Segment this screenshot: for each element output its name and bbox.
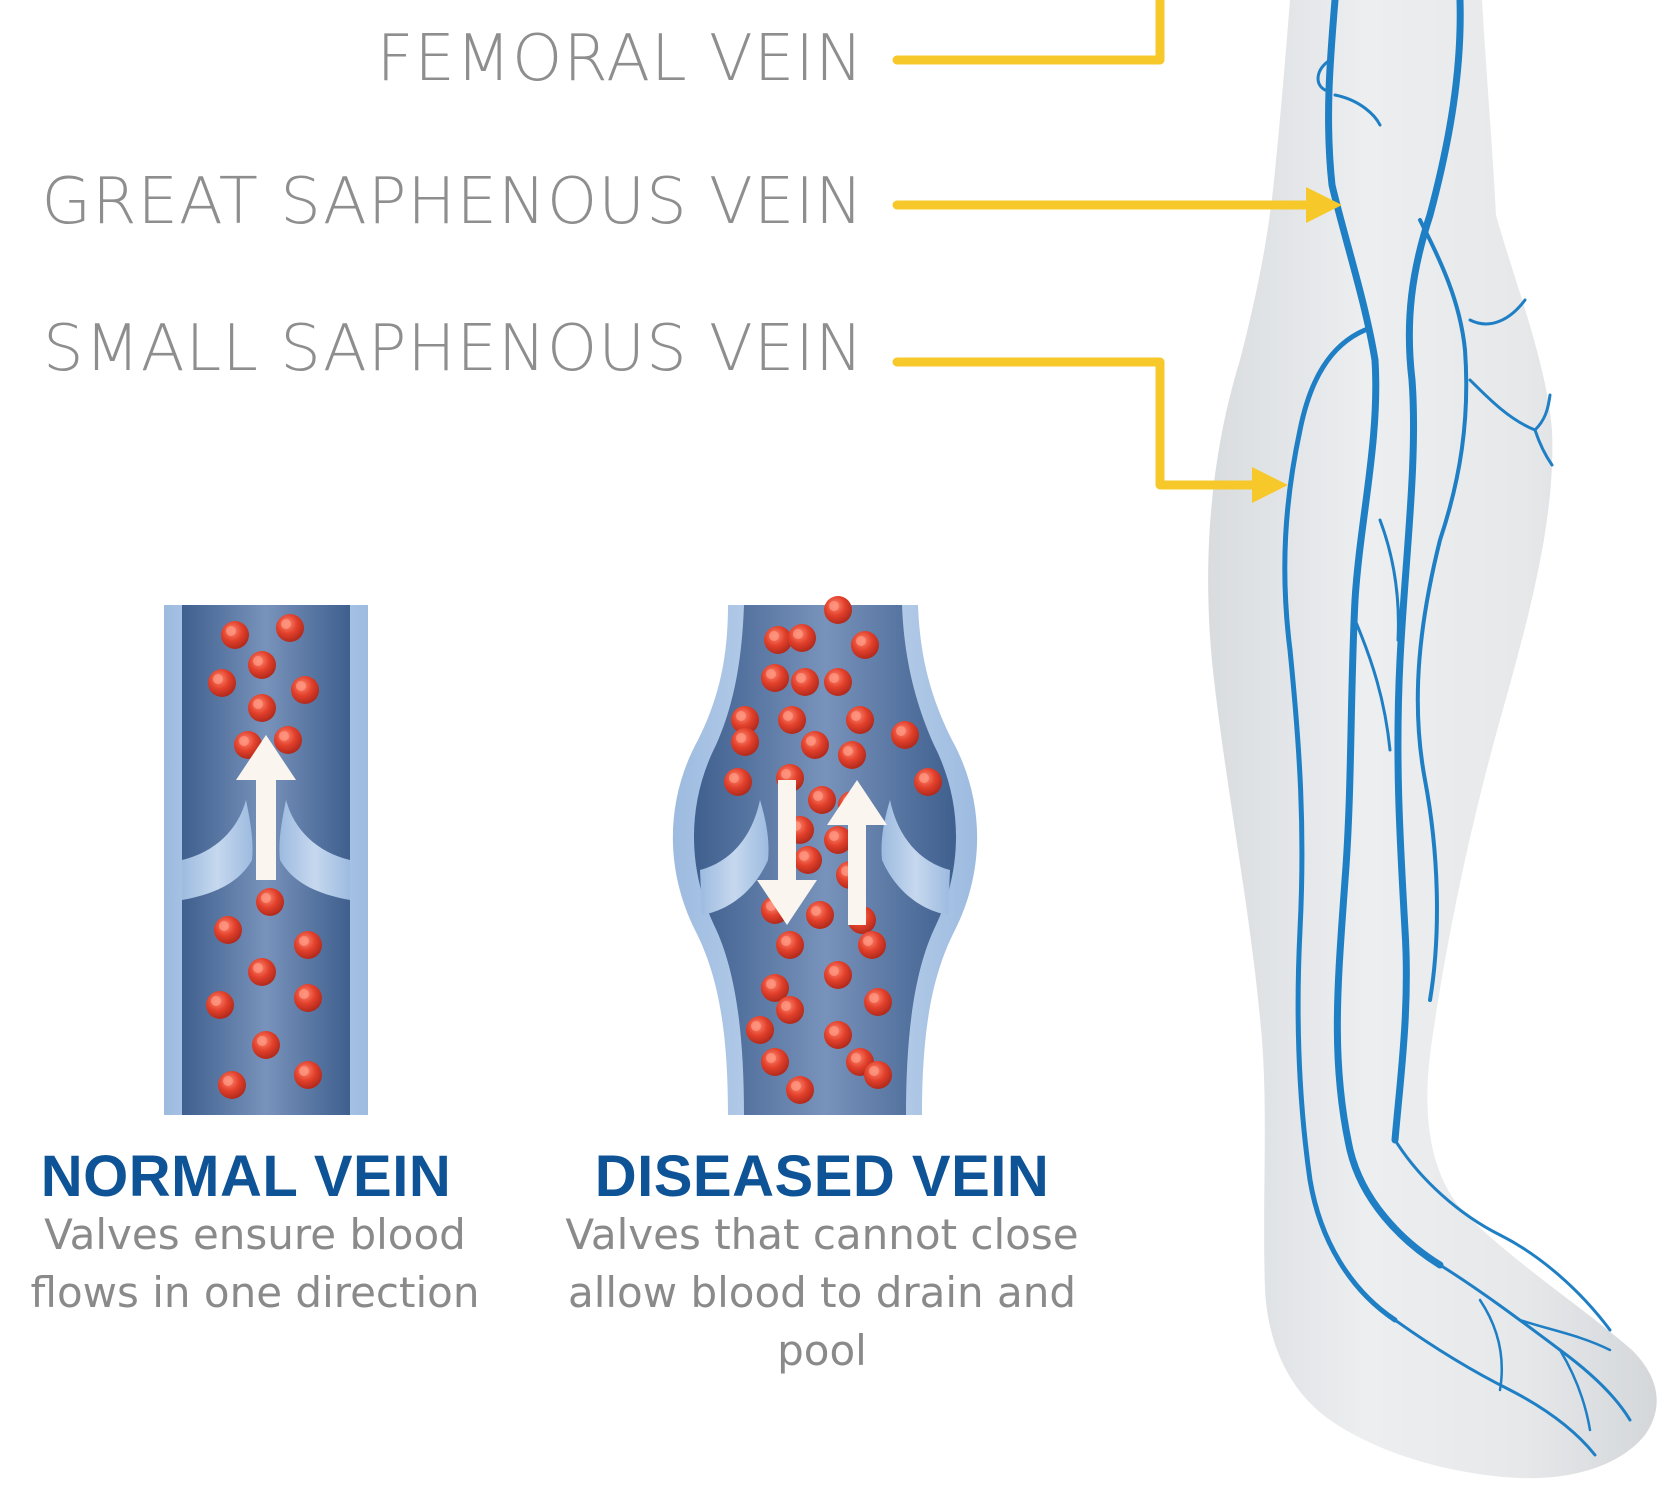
normal-vein-illustration	[164, 605, 368, 1115]
great-saphenous-vein-label: GREAT SAPHENOUS VEIN	[41, 165, 864, 239]
femoral-pointer-line	[897, 0, 1160, 60]
leg-illustration	[1208, 0, 1657, 1478]
normal-vein-title: NORMAL VEIN	[0, 1143, 506, 1210]
femoral-vein-label: FEMORAL VEIN	[377, 22, 864, 96]
small-saphenous-vein-label: SMALL SAPHENOUS VEIN	[43, 312, 864, 386]
small-saphenous-pointer-line	[897, 362, 1255, 485]
diseased-vein-description: Valves that cannot close allow blood to …	[562, 1206, 1082, 1380]
normal-vein-description: Valves ensure blood flows in one directi…	[0, 1206, 510, 1322]
diseased-vein-illustration	[673, 596, 977, 1115]
diseased-vein-title: DISEASED VEIN	[562, 1143, 1082, 1210]
